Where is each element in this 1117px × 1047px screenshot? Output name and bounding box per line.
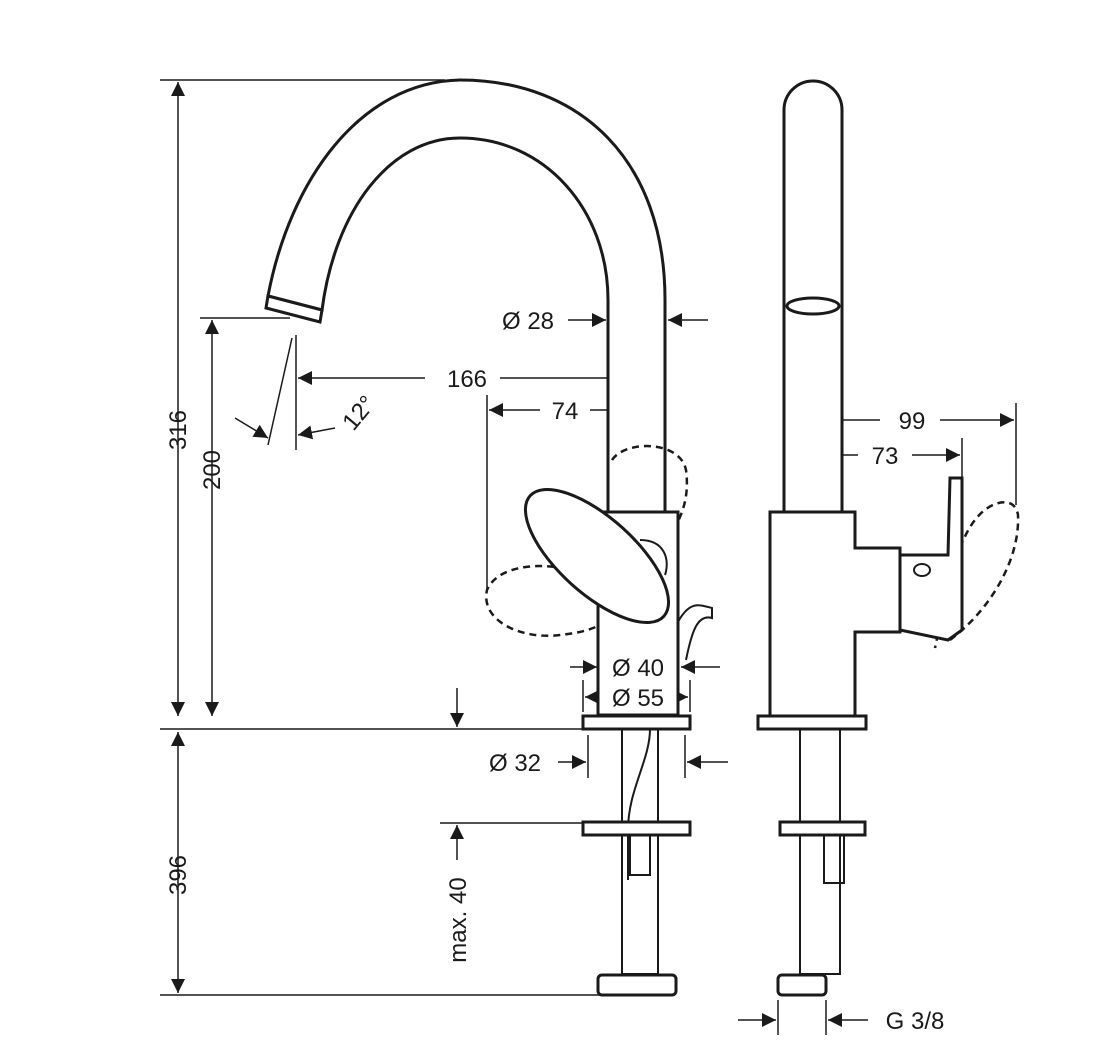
label-73: 73	[872, 443, 899, 470]
mounting-plate	[581, 820, 692, 837]
faucet-front-view	[264, 78, 713, 997]
label-diameter-28: Ø 28	[502, 308, 554, 335]
label-thread-g38: G 3/8	[886, 1008, 945, 1035]
side-handle	[898, 476, 964, 642]
side-shank	[799, 728, 841, 975]
label-99: 99	[899, 408, 926, 435]
angle-arrow-right	[297, 425, 336, 440]
label-diameter-40: Ø 40	[612, 655, 664, 682]
label-max-40: max. 40	[445, 877, 472, 962]
foot-nut	[596, 973, 678, 997]
faucet-side-view	[756, 79, 1020, 997]
side-base-plate	[756, 714, 868, 731]
label-396: 396	[165, 855, 192, 895]
side-mounting-plate	[778, 820, 867, 837]
angle-line	[267, 337, 293, 446]
side-aerator	[785, 296, 841, 316]
label-316: 316	[165, 410, 192, 450]
spout	[266, 78, 667, 514]
angle-arrow-left	[234, 417, 269, 439]
side-foot-nut	[776, 973, 828, 997]
label-angle: 12°	[337, 391, 381, 436]
side-handle-detail	[913, 563, 931, 577]
label-200: 200	[199, 450, 226, 490]
handle	[523, 487, 671, 625]
label-diameter-55: Ø 55	[612, 685, 664, 712]
label-74: 74	[552, 398, 579, 425]
label-diameter-32: Ø 32	[489, 750, 541, 777]
pop-up-rod	[627, 728, 651, 880]
label-166: 166	[447, 366, 487, 393]
pop-up-lever	[677, 604, 713, 661]
base-plate	[581, 714, 692, 731]
dimension-labels: 316 200 396 max. 40 166 74 12° Ø 28 Ø 40…	[165, 308, 944, 1035]
handle-alt-position-left	[484, 564, 611, 638]
side-body	[768, 510, 902, 718]
side-mounting-nut	[823, 834, 845, 884]
aerator	[264, 294, 324, 324]
body-detail	[639, 539, 668, 576]
mounting-nut	[629, 834, 651, 876]
